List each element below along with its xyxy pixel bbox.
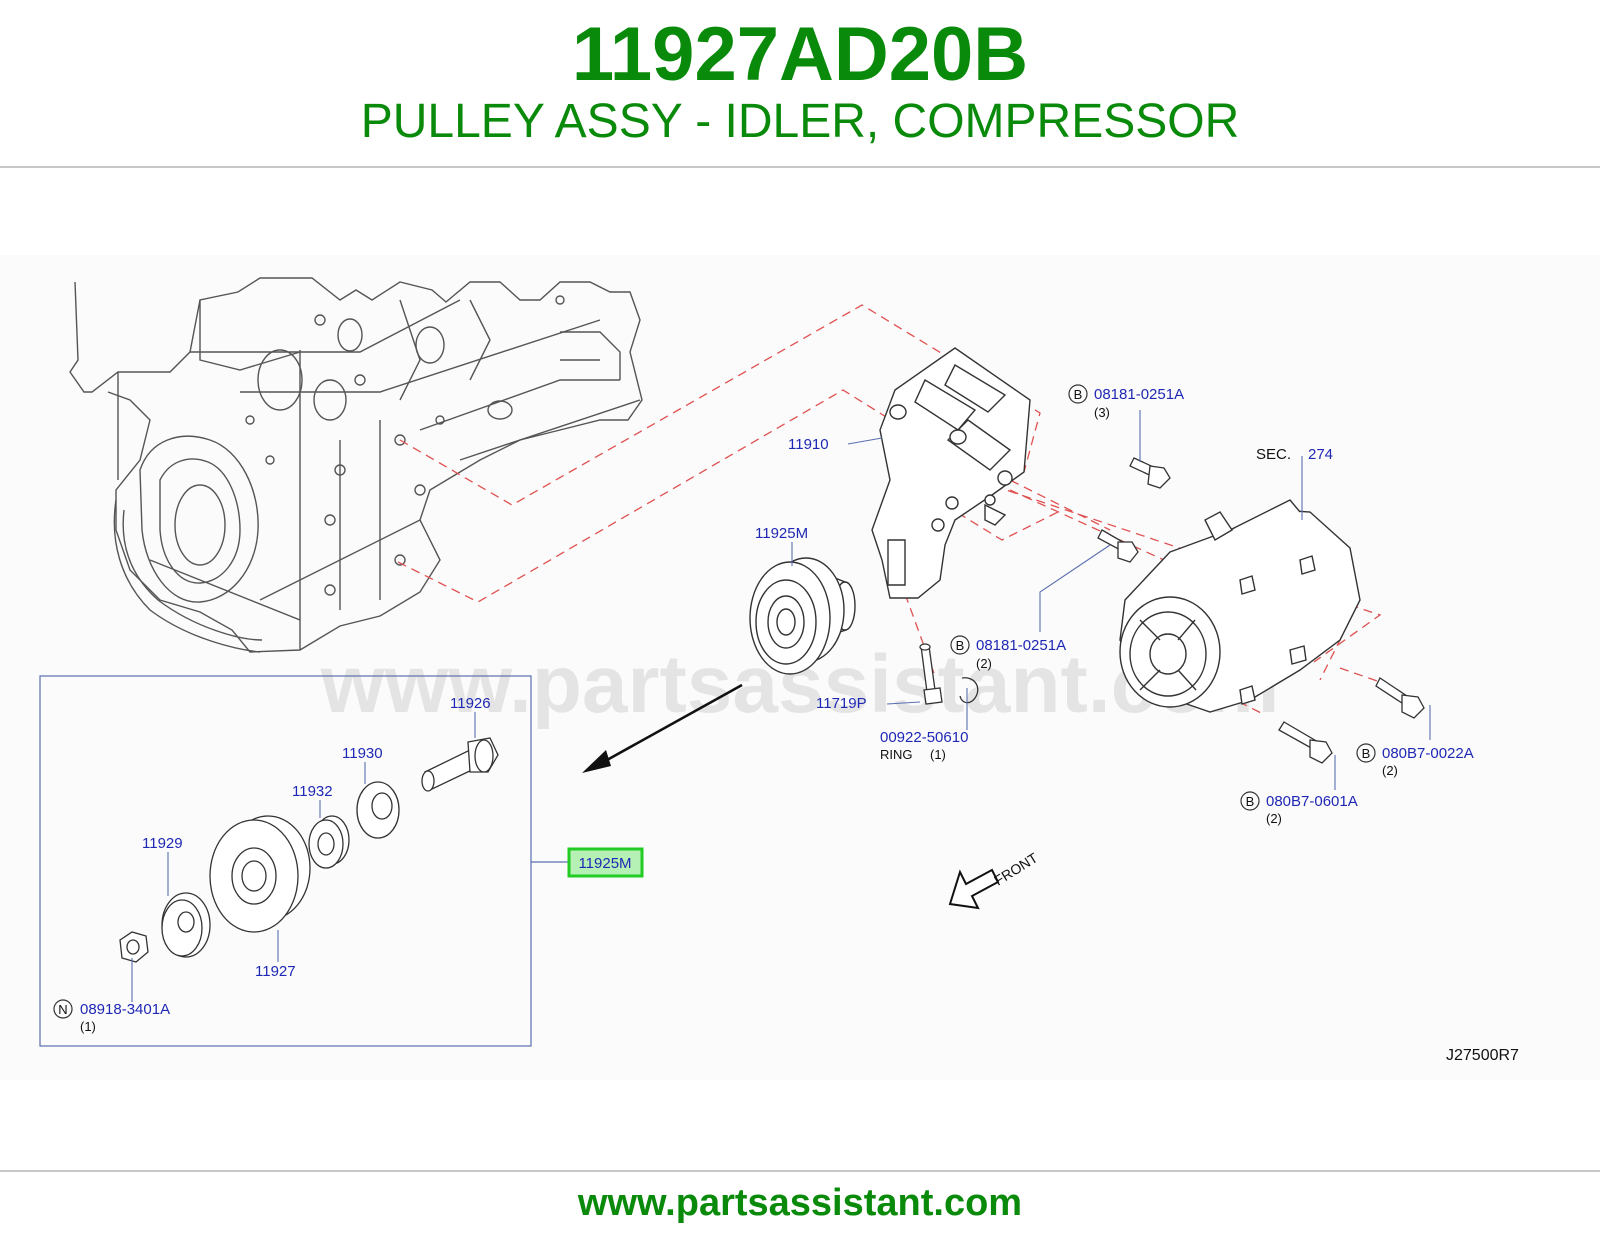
section-ref-number[interactable]: 274 [1308,446,1333,463]
callout-11927[interactable]: 11927 [255,963,296,980]
svg-text:B: B [956,638,965,653]
section-ref-prefix: SEC. [1256,446,1291,463]
exploded-parts-drawing [119,737,499,963]
callout-11910[interactable]: 11910 [788,436,829,453]
svg-text:B: B [1246,794,1255,809]
callout-11926[interactable]: 11926 [450,695,491,712]
callout-11719p[interactable]: 11719P [816,695,867,712]
part-number-title: 11927AD20B [571,12,1029,97]
qty-080b7-0601a: (2) [1266,811,1282,826]
bracket-11910-drawing [871,347,1031,599]
qty-080b7-0022a: (2) [1382,763,1398,778]
callout-08181-0251a-top[interactable]: 08181-0251A [1094,386,1184,403]
qty-08181-0251a-top: (3) [1094,405,1110,420]
callout-badge-b-icon: B [1356,743,1376,763]
callout-badges: B B B B N [53,384,1376,1019]
callout-leader-lines [131,410,1431,1002]
header-divider [0,166,1600,168]
ac-compressor-drawing [1119,499,1361,713]
engine-block-drawing [69,277,643,653]
callout-080b7-0022a[interactable]: 080B7-0022A [1382,745,1474,762]
idler-pulley-11925m-drawing [749,557,856,675]
callout-notes: (3) (2) RING (1) (2) (2) (1) SEC. J27500… [80,405,1519,1064]
svg-text:N: N [58,1002,67,1017]
bolt-11719p-drawing [919,643,979,705]
highlighted-callout-11925m[interactable]: 11925M [567,847,644,878]
footer-divider [0,1170,1600,1172]
callout-11929[interactable]: 11929 [142,835,183,852]
bolt-drawings [1097,457,1425,764]
highlighted-callout-label: 11925M [578,855,631,872]
explode-arrow-icon [582,683,743,773]
part-description: PULLEY ASSY - IDLER, COMPRESSOR [360,95,1240,148]
callout-00922-50610[interactable]: 00922-50610 [880,729,968,746]
callout-badge-b-icon: B [950,635,970,655]
callout-labels: 11910 11925M 11719P 00922-50610 08181-02… [80,386,1474,1018]
callout-11932[interactable]: 11932 [292,783,333,800]
note-ring: RING [880,747,913,762]
callout-badge-b-icon: B [1068,384,1088,404]
footer-site-link[interactable]: www.partsassistant.com [577,1182,1023,1224]
svg-text:B: B [1074,387,1083,402]
qty-08181-0251a-mid: (2) [976,656,992,671]
callout-11925m[interactable]: 11925M [755,525,808,542]
front-label: FRONT [991,849,1041,888]
exploded-view-frame [39,675,532,1047]
diagram-code: J27500R7 [1446,1047,1519,1064]
qty-00922-50610: (1) [930,747,946,762]
svg-text:B: B [1362,746,1371,761]
front-arrow-icon: FRONT [948,849,1041,910]
qty-08918-3401a: (1) [80,1019,96,1034]
callout-11930[interactable]: 11930 [342,745,383,762]
callout-080b7-0601a[interactable]: 080B7-0601A [1266,793,1358,810]
callout-badge-n-icon: N [53,999,73,1019]
callout-08918-3401a[interactable]: 08918-3401A [80,1001,170,1018]
callout-08181-0251a-mid[interactable]: 08181-0251A [976,637,1066,654]
callout-badge-b-icon: B [1240,791,1260,811]
